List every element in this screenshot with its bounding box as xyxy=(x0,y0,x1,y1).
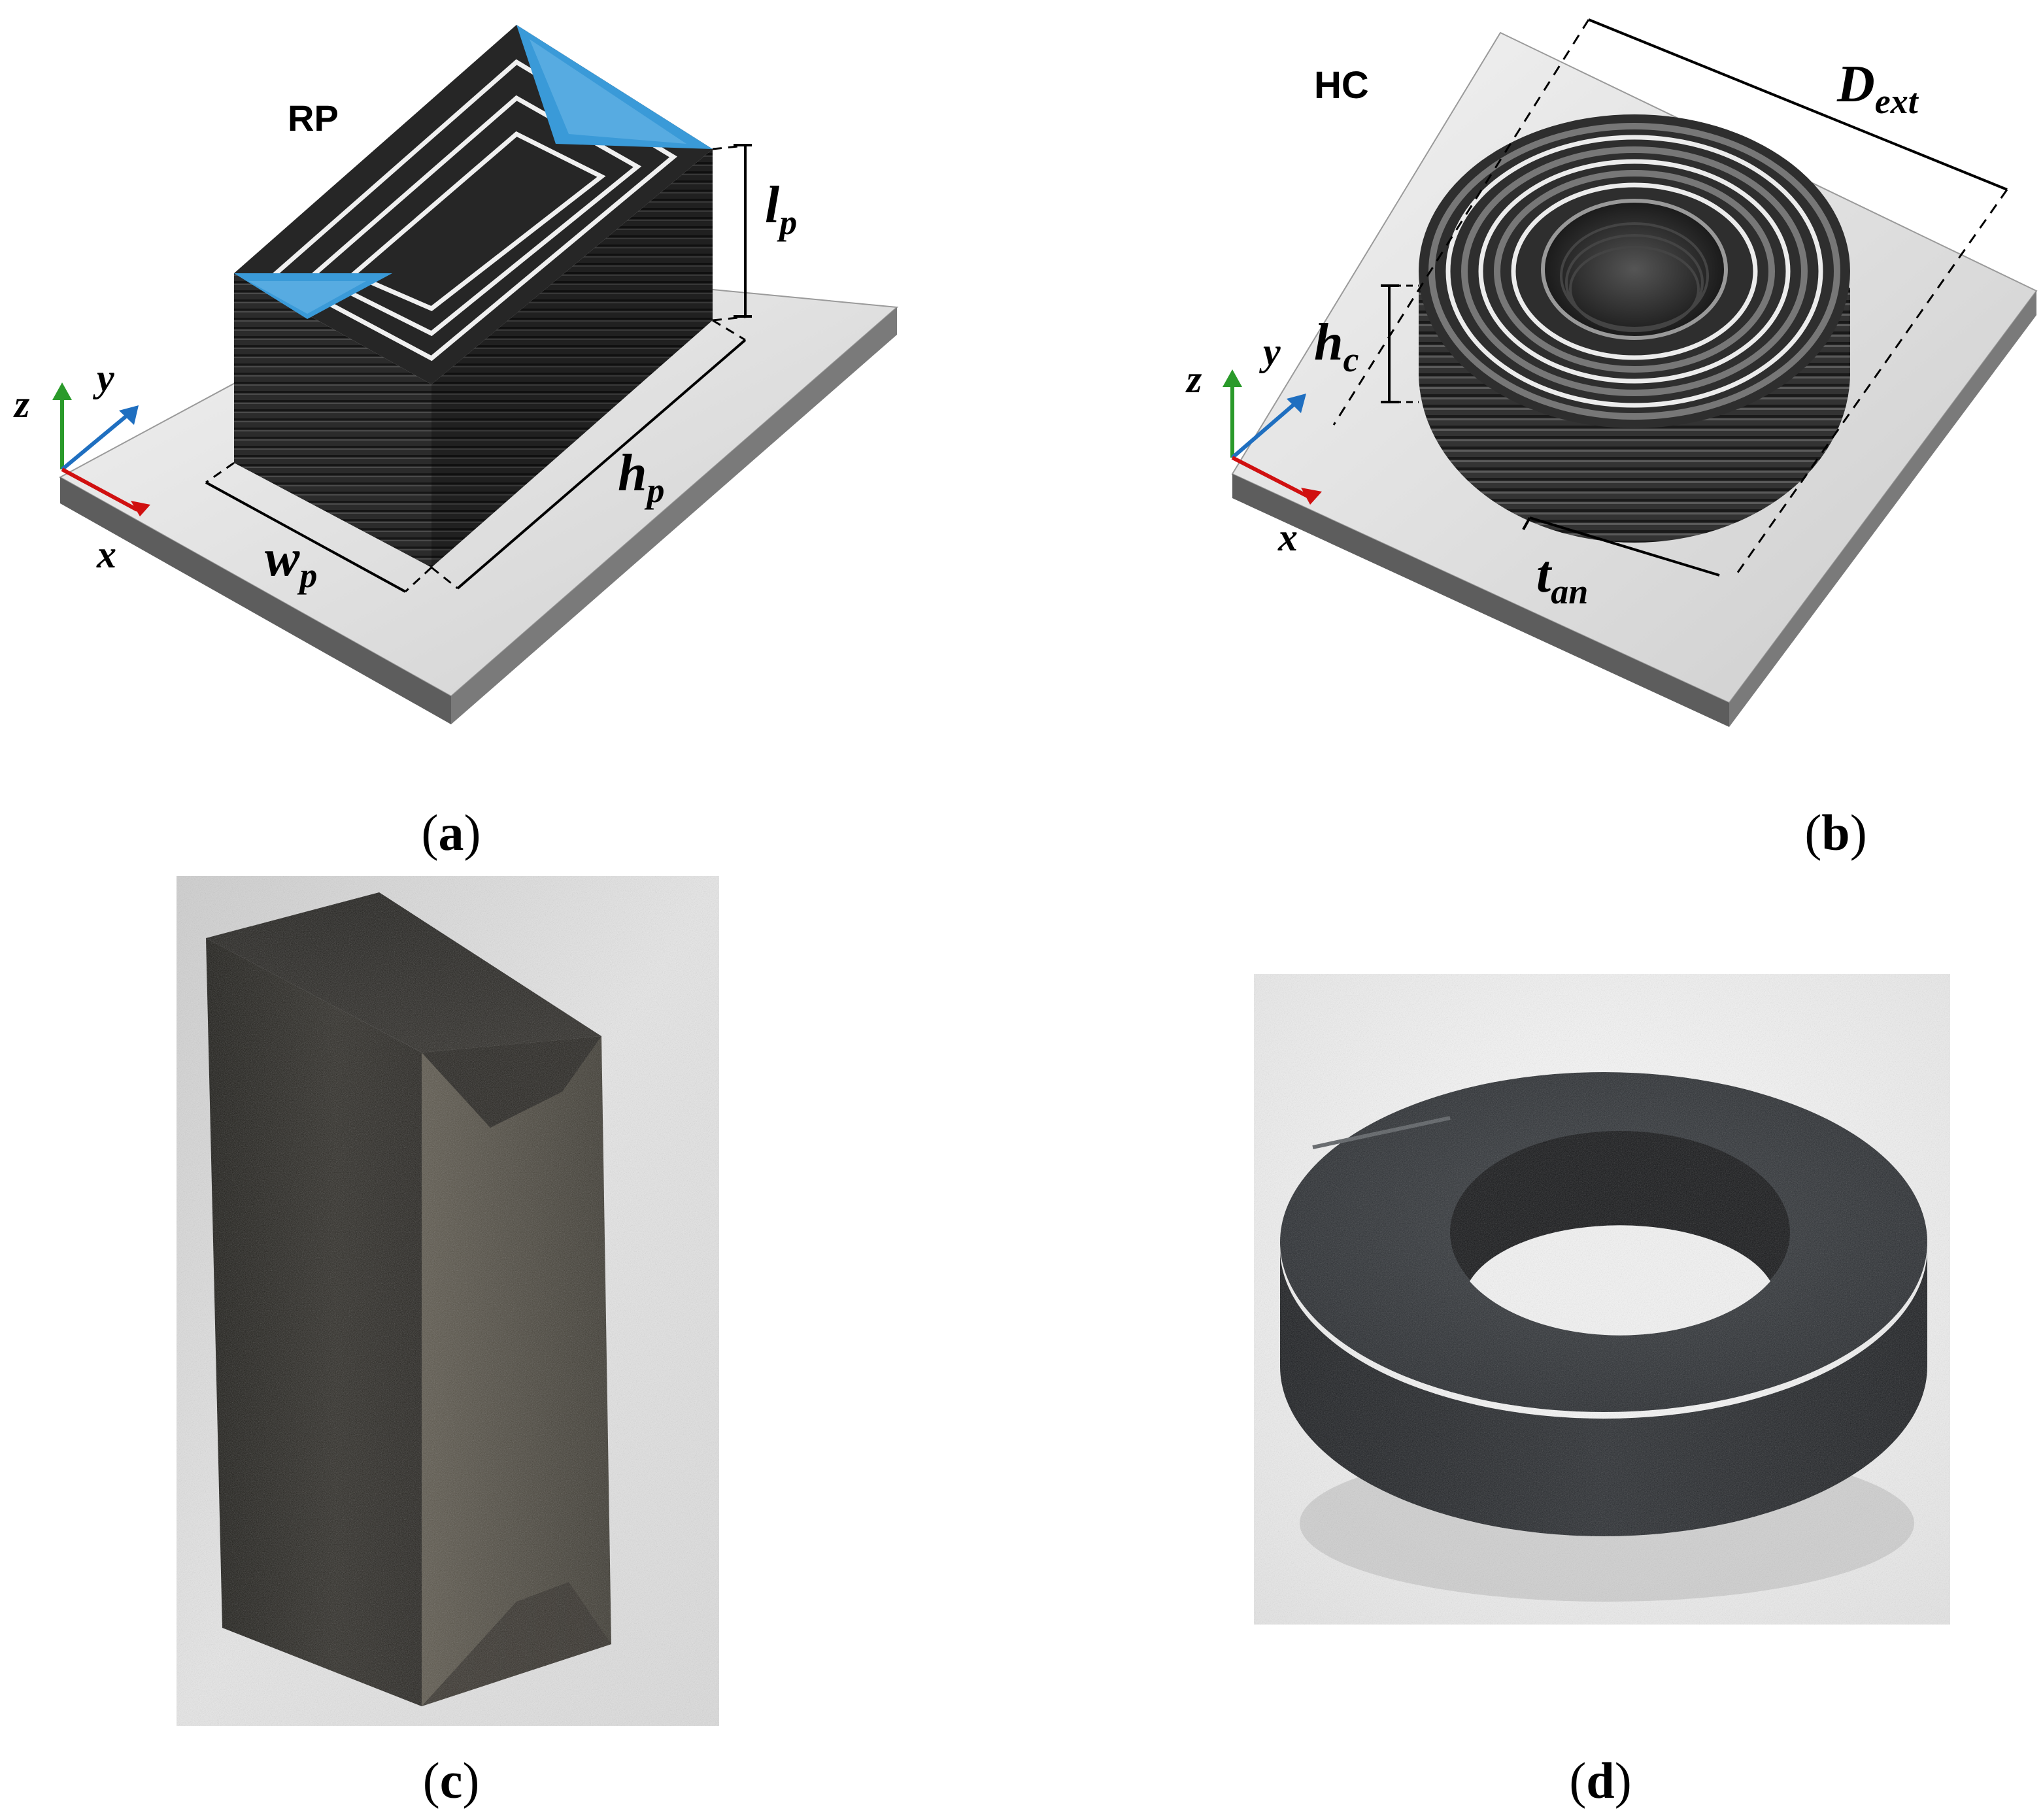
photo-hc-printed-ring xyxy=(1254,974,1950,1625)
hollow-cylinder xyxy=(1419,114,1850,543)
axis-y-label: y xyxy=(1259,330,1281,373)
hc-model-drawing: HC Dext hc tan z y x xyxy=(1185,18,2038,727)
caption-a: (a) xyxy=(421,804,481,861)
caption-c: (c) xyxy=(422,1752,480,1809)
axes-triad xyxy=(52,382,150,516)
axis-z-label: z xyxy=(1185,358,1202,401)
axes-triad xyxy=(1223,369,1322,505)
dim-dext-label: Dext xyxy=(1836,56,1919,121)
dimension-lines xyxy=(1332,18,2008,577)
photo-rp-printed-block xyxy=(177,876,719,1726)
dim-tan-label: tan xyxy=(1536,546,1588,611)
axis-y-label: y xyxy=(93,356,114,399)
caption-d: (d) xyxy=(1569,1752,1632,1809)
rp-box xyxy=(234,25,713,567)
dim-lp-label: lp xyxy=(765,177,797,242)
dim-hc-label: hc xyxy=(1314,314,1359,379)
rp-label: RP xyxy=(288,97,339,139)
dim-hp-label: hp xyxy=(618,445,665,510)
panel-a-rp-model: RP lp hp wp z y x (a) xyxy=(0,0,1020,858)
axis-x-label: x xyxy=(1277,516,1298,559)
axis-z-label: z xyxy=(13,382,30,426)
caption-b: (b) xyxy=(1804,804,1867,861)
dimension-lines xyxy=(205,144,752,593)
hc-label: HC xyxy=(1314,64,1369,107)
axis-x-label: x xyxy=(96,533,116,576)
rp-model-drawing: RP lp hp wp z y x xyxy=(13,25,899,724)
panel-b-hc-model: HC Dext hc tan z y x (b) xyxy=(1026,0,2043,858)
dim-wp-label: wp xyxy=(265,530,317,595)
